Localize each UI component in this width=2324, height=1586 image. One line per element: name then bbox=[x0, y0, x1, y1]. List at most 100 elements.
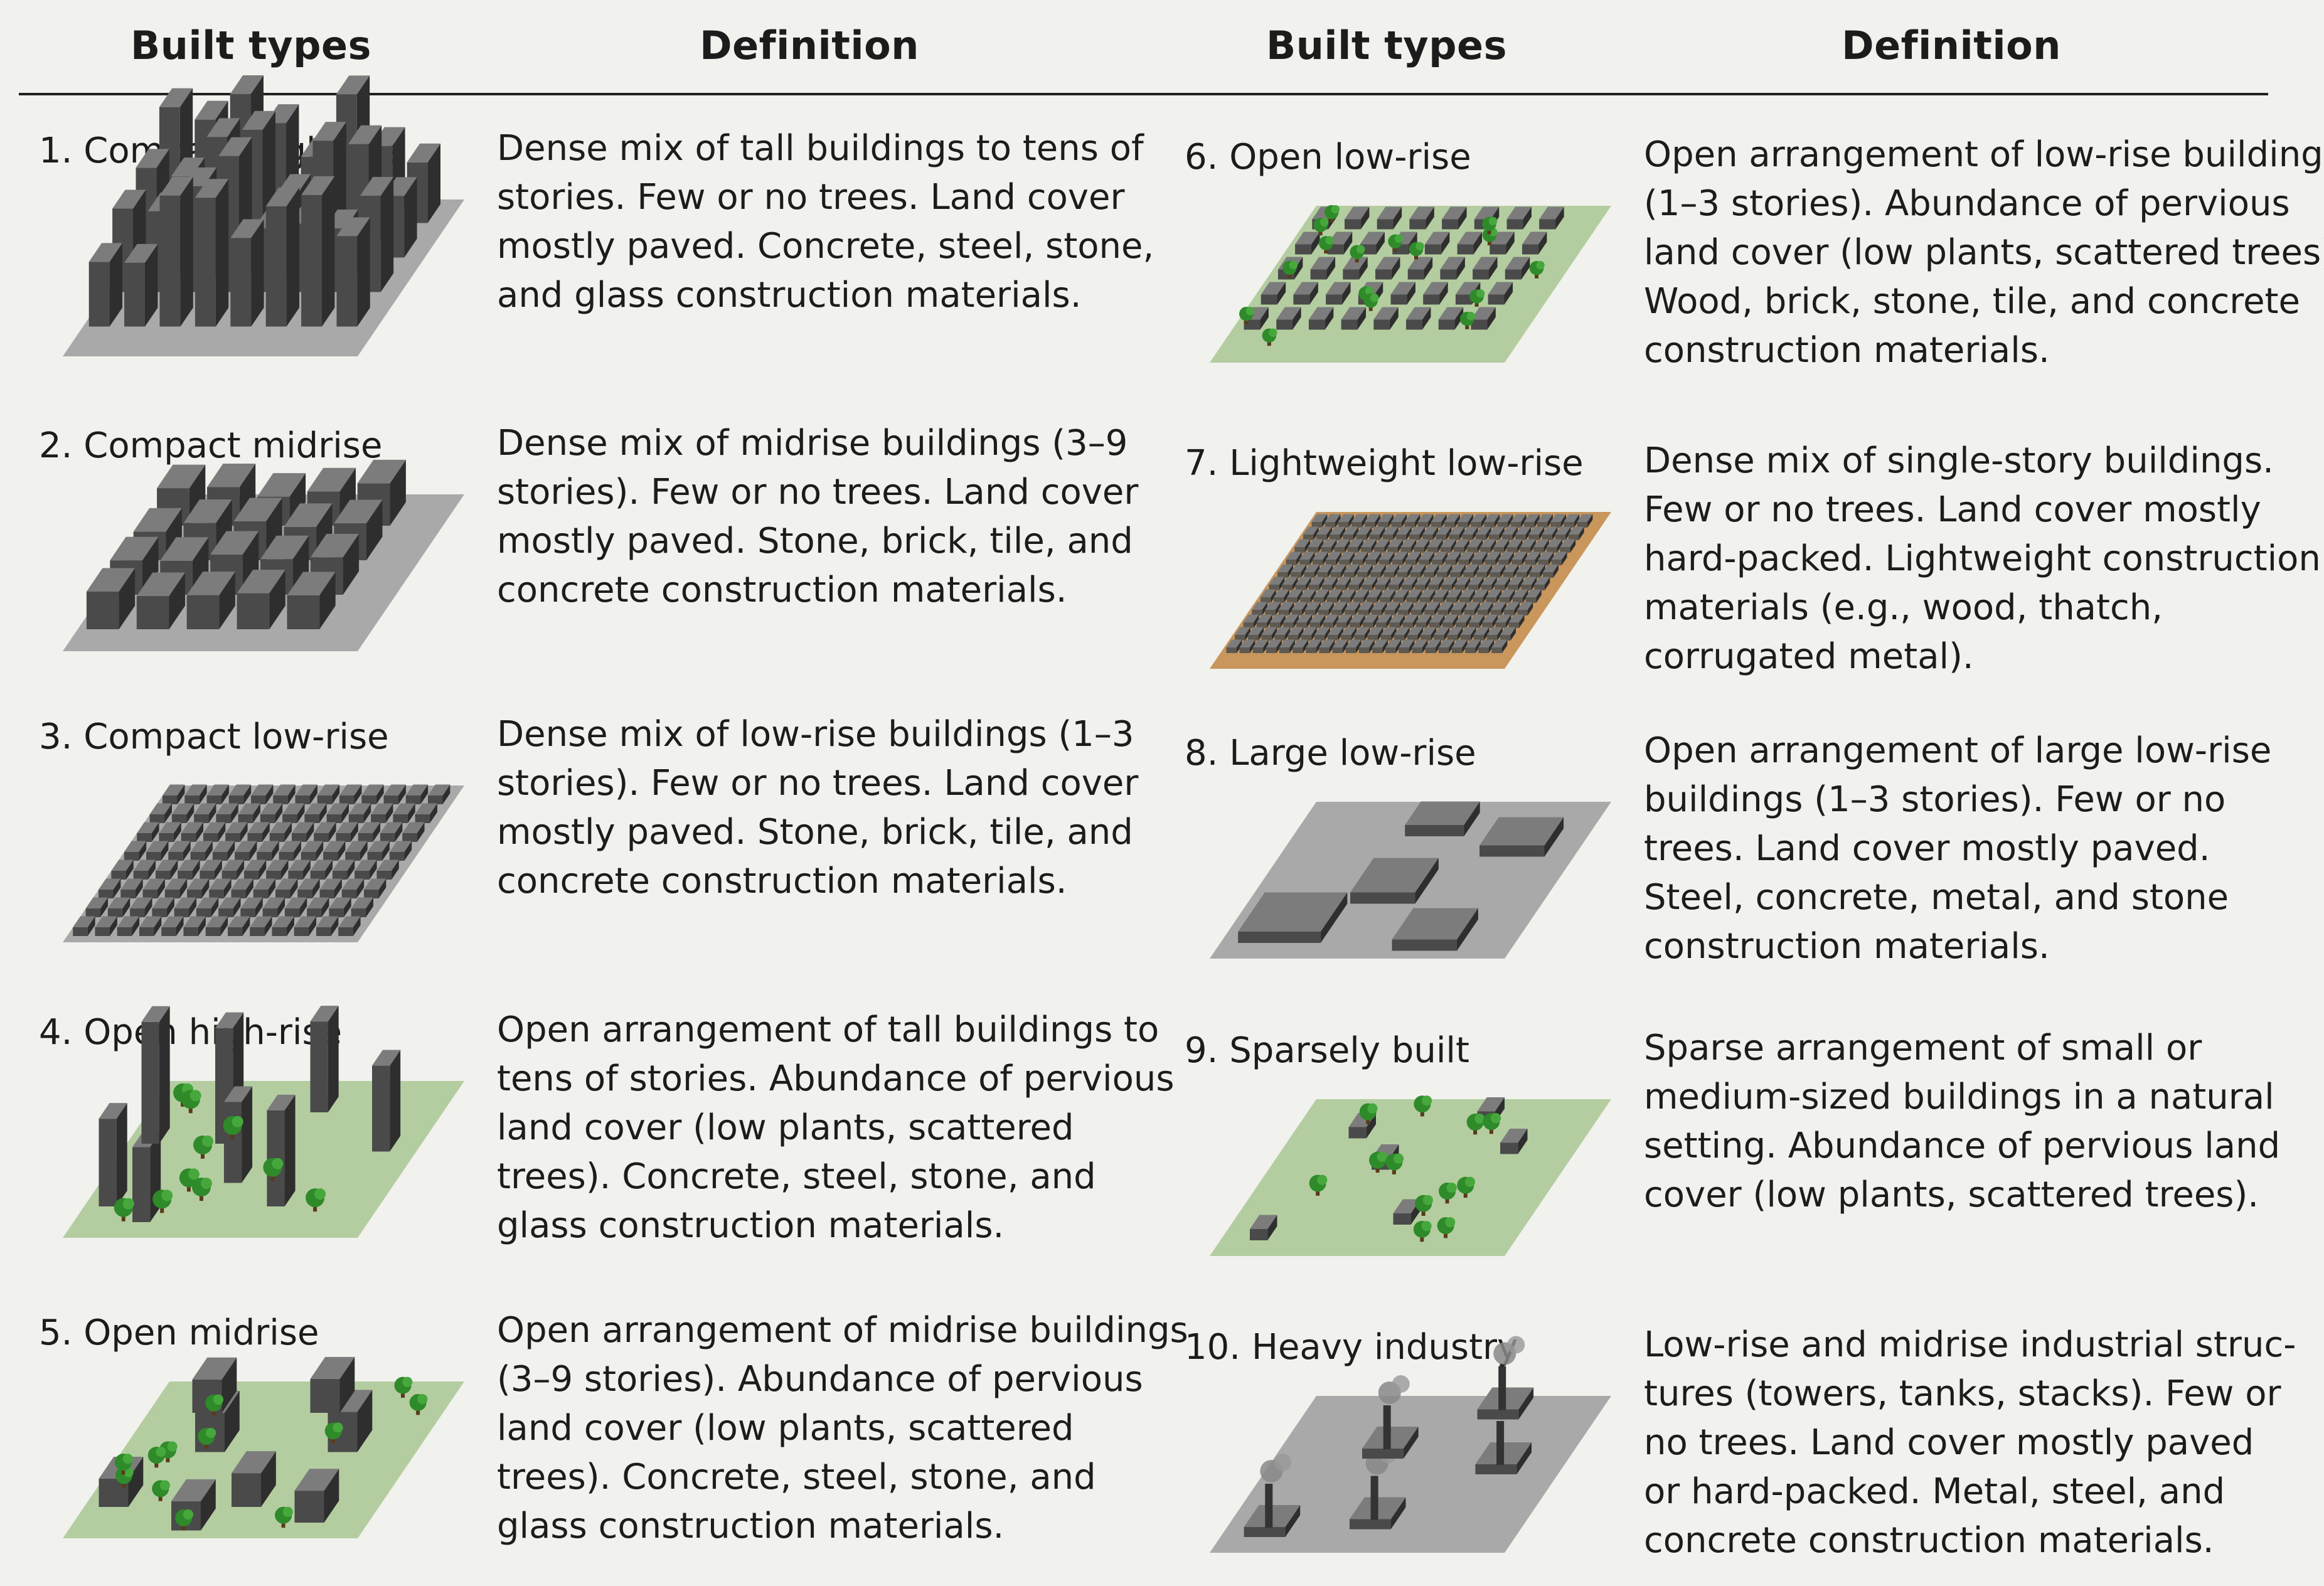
building bbox=[1295, 232, 1320, 255]
building bbox=[205, 916, 228, 936]
tree bbox=[152, 1190, 173, 1213]
building bbox=[142, 878, 165, 898]
building bbox=[1491, 639, 1508, 653]
building bbox=[279, 841, 301, 861]
building bbox=[1504, 602, 1520, 615]
building bbox=[1252, 639, 1269, 653]
building bbox=[1500, 627, 1516, 641]
building bbox=[1482, 614, 1498, 628]
tree bbox=[1239, 306, 1255, 324]
definition-line: Dense mix of single-story buildings. bbox=[1644, 440, 2274, 481]
building bbox=[1463, 564, 1479, 578]
building bbox=[124, 841, 147, 861]
tree bbox=[1439, 1183, 1457, 1204]
building bbox=[1511, 551, 1528, 565]
building bbox=[1343, 564, 1360, 578]
building bbox=[194, 803, 216, 823]
built-type-label: 7. Lightweight low-rise bbox=[1185, 443, 1584, 484]
building bbox=[186, 572, 235, 629]
building bbox=[231, 878, 253, 898]
building bbox=[1460, 627, 1476, 641]
building bbox=[1495, 614, 1511, 628]
building bbox=[1520, 539, 1536, 553]
building bbox=[227, 916, 250, 936]
definition-line: Open arrangement of midrise buildings bbox=[497, 1310, 1188, 1351]
building bbox=[1404, 514, 1421, 528]
building bbox=[1457, 232, 1483, 255]
building bbox=[1349, 614, 1365, 628]
building bbox=[1287, 627, 1304, 641]
building bbox=[1468, 577, 1484, 590]
building bbox=[336, 822, 358, 842]
building bbox=[358, 822, 381, 842]
building bbox=[1425, 639, 1441, 653]
building bbox=[1515, 526, 1532, 540]
building bbox=[287, 572, 336, 629]
tree bbox=[1466, 1114, 1485, 1135]
building bbox=[1261, 627, 1277, 641]
building bbox=[1382, 526, 1399, 540]
building bbox=[1529, 564, 1545, 578]
building bbox=[1506, 539, 1523, 553]
building bbox=[371, 803, 393, 823]
building bbox=[1525, 589, 1542, 603]
building bbox=[1294, 539, 1311, 553]
building bbox=[212, 841, 235, 861]
definition-text: Low-rise and midrise industrial struc-tu… bbox=[1644, 1321, 2296, 1565]
header-built-types-right: Built types bbox=[1266, 23, 1507, 68]
building bbox=[187, 878, 210, 898]
building bbox=[1446, 589, 1462, 603]
building bbox=[171, 803, 195, 823]
building bbox=[253, 878, 276, 898]
building bbox=[1308, 307, 1334, 330]
definition-line: hard-packed. Lightweight construction bbox=[1644, 538, 2321, 579]
building bbox=[314, 822, 336, 842]
tree bbox=[1385, 1153, 1404, 1174]
building bbox=[1365, 551, 1382, 565]
building bbox=[339, 784, 362, 804]
building bbox=[195, 179, 229, 327]
tree bbox=[114, 1198, 134, 1221]
definition-line: Dense mix of midrise buildings (3–9 bbox=[497, 423, 1128, 464]
building bbox=[163, 784, 185, 804]
tree bbox=[1414, 1095, 1432, 1117]
building bbox=[1464, 602, 1480, 615]
definition-line: no trees. Land cover mostly paved bbox=[1644, 1422, 2254, 1463]
building bbox=[1438, 307, 1464, 330]
building bbox=[1336, 614, 1352, 628]
building bbox=[345, 841, 368, 861]
building bbox=[1341, 307, 1367, 330]
building bbox=[132, 1131, 161, 1222]
building bbox=[326, 803, 349, 823]
building bbox=[1266, 639, 1282, 653]
building bbox=[1476, 564, 1493, 578]
compact-midrise-illustration bbox=[63, 459, 464, 651]
building bbox=[181, 822, 204, 842]
building bbox=[1314, 627, 1330, 641]
building bbox=[1539, 206, 1564, 230]
definition-line: Sparse arrangement of small or bbox=[1644, 1028, 2202, 1068]
building bbox=[1478, 639, 1495, 653]
definition-line: mostly paved. Stone, brick, tile, and bbox=[497, 812, 1133, 853]
building bbox=[1401, 577, 1417, 590]
building bbox=[164, 878, 188, 898]
building bbox=[1484, 551, 1501, 565]
building bbox=[323, 841, 346, 861]
building bbox=[1517, 602, 1533, 615]
tree bbox=[324, 1422, 343, 1444]
building bbox=[1406, 307, 1431, 330]
building bbox=[1308, 539, 1324, 553]
building bbox=[1477, 602, 1493, 615]
building bbox=[1424, 232, 1450, 255]
building bbox=[139, 916, 162, 936]
building bbox=[1378, 514, 1394, 528]
building bbox=[1260, 589, 1276, 603]
definition-line: trees). Concrete, steel, stone, and bbox=[497, 1156, 1096, 1197]
building bbox=[1437, 602, 1454, 615]
building bbox=[1360, 539, 1377, 553]
building bbox=[159, 176, 193, 327]
definition-line: Wood, brick, stone, tile, and concrete bbox=[1644, 281, 2300, 322]
building bbox=[1256, 614, 1272, 628]
tree bbox=[198, 1427, 216, 1449]
building bbox=[1397, 602, 1414, 615]
